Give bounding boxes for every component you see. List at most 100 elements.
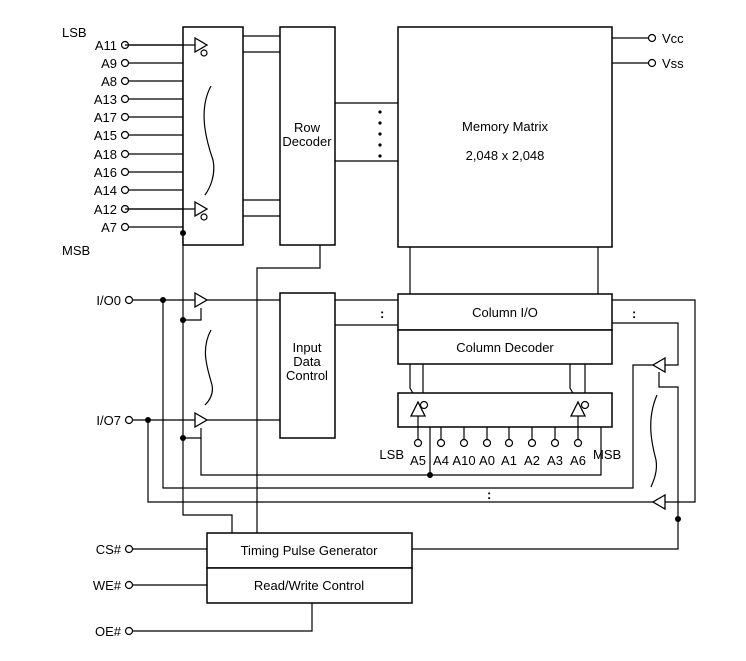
vss-label: Vss [662,56,684,71]
column-io-label: Column I/O [472,305,538,320]
pin-label: A17 [94,110,117,125]
pin-label: A6 [570,453,586,468]
pin-label: A2 [524,453,540,468]
pin-icon [120,76,130,86]
pin-label: A4 [433,453,449,468]
row-address-pin: A16 [94,165,183,180]
pin-label: A15 [94,128,117,143]
pin-icon [120,58,130,68]
row-decoder-label-1: Row [294,120,321,135]
row-address-pin: A13 [94,92,183,107]
timing-pulse-generator-box [206,532,413,569]
column-address-pin: A1 [501,427,517,468]
pin-label: A7 [101,220,117,235]
pin-icon [120,222,130,232]
read-write-control-label: Read/Write Control [254,578,364,593]
ellipsis-left: : [380,306,384,321]
column-msb-label: MSB [593,447,621,462]
input-data-control-box [279,292,336,439]
ellipsis-right: : [632,306,636,321]
io7-label: I/O7 [96,413,121,428]
column-address-pin: A2 [524,427,540,468]
buffers [125,36,681,522]
read-write-control-box [206,567,413,604]
cs-pin [124,544,134,554]
buffer-icon [569,400,587,417]
row-decoder-box [279,26,336,246]
power-pins [124,33,657,636]
pin-label: A10 [452,453,475,468]
input-data-control-label-2: Data [293,354,321,369]
pin-icon [573,438,583,448]
row-address-pin: A17 [94,110,183,125]
buffer-icon [651,493,666,511]
buffer-icon [194,411,209,429]
io7-pin [124,415,134,425]
row-address-pin: A8 [101,74,183,89]
pin-icon [436,438,446,448]
oe-label: OE# [95,624,122,639]
memory-matrix-box [397,26,613,248]
vcc-pin [647,33,657,43]
we-pin [124,580,134,590]
row-address-pin: A9 [101,56,183,71]
pin-label: A0 [479,453,495,468]
we-label: WE# [93,578,122,593]
pin-label: A12 [94,202,117,217]
column-address-pin: A0 [479,427,495,468]
pin-label: A3 [547,453,563,468]
pin-label: A9 [101,56,117,71]
msb-label: MSB [62,243,90,258]
pin-icon [120,167,130,177]
pin-label: A14 [94,183,117,198]
column-address-pin: A5 [410,416,426,468]
column-lsb-label: LSB [379,447,404,462]
pin-icon [120,149,130,159]
input-data-control-label-3: Control [286,368,328,383]
input-data-control-label-1: Input [293,340,322,355]
memory-matrix-label: Memory Matrix [462,119,548,134]
column-decoder-box [397,329,613,365]
row-address-pin: A7 [101,220,183,235]
pin-icon [550,438,560,448]
pin-icon [504,438,514,448]
cs-label: CS# [96,542,122,557]
pin-icon [482,438,492,448]
oe-pin [124,626,134,636]
column-address-pin: A10 [452,427,476,468]
column-address-pin: A6 [570,416,586,468]
pin-label: A8 [101,74,117,89]
pin-label: A18 [94,147,117,162]
row-address-pin: A14 [94,183,183,198]
column-address-pin: A3 [547,427,563,468]
pin-icon [120,185,130,195]
io0-pin [124,295,134,305]
pin-label: A5 [410,453,426,468]
pin-icon [120,94,130,104]
pin-icon [413,438,423,448]
buffer-icon [194,200,209,218]
pin-label: A1 [501,453,517,468]
row-address-pin: A15 [94,128,183,143]
column-address-pin: A4 [433,427,449,468]
vss-pin [647,58,657,68]
column-decoder-label: Column Decoder [456,340,554,355]
buffer-icon [651,356,666,374]
lsb-label: LSB [62,25,87,40]
row-address-pin: A18 [94,147,183,162]
vcc-label: Vcc [662,31,684,46]
column-io-box [397,293,613,331]
matrix-size-label: 2,048 x 2,048 [466,148,545,163]
pin-icon [527,438,537,448]
pin-icon [120,130,130,140]
io0-label: I/O0 [96,293,121,308]
pin-label: A13 [94,92,117,107]
pin-icon [459,438,469,448]
pin-label: A16 [94,165,117,180]
buffer-icon [194,291,209,309]
buffer-icon [194,36,209,54]
buffer-icon [409,400,427,417]
